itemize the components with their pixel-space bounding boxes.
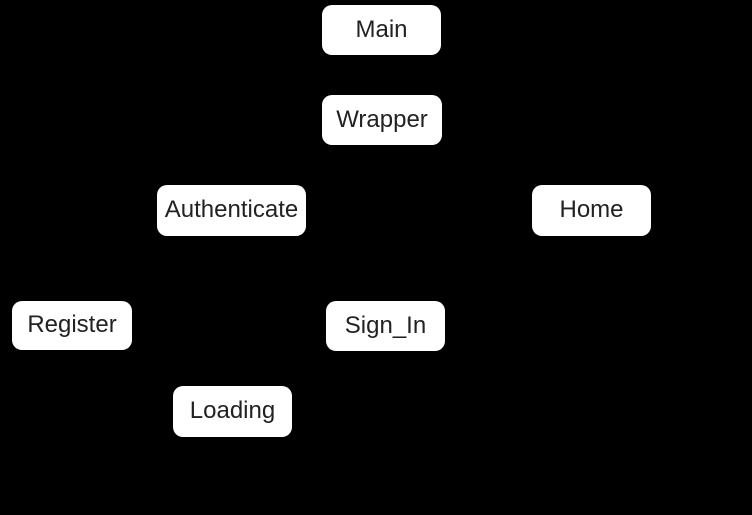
- node-sign-in[interactable]: Sign_In: [326, 301, 445, 351]
- node-home[interactable]: Home: [532, 185, 651, 236]
- node-register[interactable]: Register: [12, 301, 132, 350]
- node-register-label: Register: [27, 311, 117, 338]
- node-authenticate-label: Authenticate: [164, 196, 299, 223]
- node-loading-label: Loading: [189, 397, 276, 424]
- node-wrapper-label: Wrapper: [336, 105, 428, 133]
- node-sign-in-label: Sign_In: [344, 311, 427, 339]
- node-main[interactable]: Main: [322, 5, 441, 55]
- node-loading[interactable]: Loading: [173, 386, 292, 437]
- node-home-label: Home: [559, 196, 624, 223]
- node-authenticate[interactable]: Authenticate: [157, 185, 306, 236]
- node-main-label: Main: [355, 15, 408, 43]
- node-wrapper[interactable]: Wrapper: [322, 95, 442, 145]
